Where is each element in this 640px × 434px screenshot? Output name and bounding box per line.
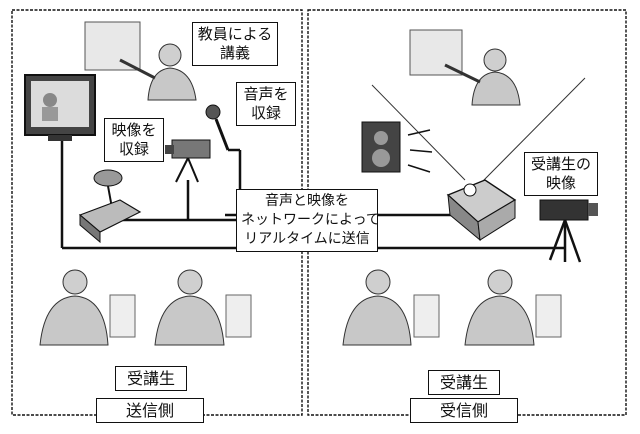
students-label-left: 受講生 — [115, 366, 187, 391]
projector-icon — [446, 179, 517, 242]
student-video-line1: 受講生の — [530, 155, 591, 173]
student-video-label: 受講生の 映像 — [524, 152, 598, 196]
student-camera-icon — [539, 199, 598, 263]
lecture-label-line2: 講義 — [219, 44, 250, 62]
record-audio-line1: 音声を — [243, 85, 289, 103]
network-line1: 音声と映像を — [265, 193, 349, 209]
teacher-figure-right — [409, 29, 521, 106]
lecture-label-line1: 教員による — [197, 25, 273, 43]
network-label: 音声と映像を ネットワークによって リアルタイムに送信 — [236, 189, 380, 252]
student-figures-right — [342, 269, 562, 346]
video-camera-icon — [165, 139, 211, 183]
student-figures-left — [39, 269, 252, 346]
record-video-line1: 映像を — [111, 121, 157, 139]
lecture-screen — [84, 21, 141, 71]
speaker-icon — [361, 121, 433, 173]
network-line3: リアルタイムに送信 — [244, 231, 370, 247]
record-audio-line2: 収録 — [250, 104, 281, 122]
document-camera-icon — [78, 169, 142, 244]
microphone-icon — [205, 104, 230, 151]
lecture-label: 教員による 講義 — [192, 22, 278, 66]
light-beam-right — [481, 77, 586, 183]
sender-side-label: 送信側 — [96, 398, 204, 423]
record-audio-label: 音声を 収録 — [236, 82, 296, 126]
monitor-icon — [24, 74, 96, 141]
record-video-line2: 収録 — [118, 140, 149, 158]
record-video-label: 映像を 収録 — [104, 118, 164, 162]
student-video-line2: 映像 — [545, 174, 576, 192]
teacher-figure-left — [84, 21, 197, 101]
receiver-side-label: 受信側 — [410, 398, 518, 423]
students-label-right: 受講生 — [428, 370, 500, 395]
network-line2: ネットワークによって — [241, 212, 380, 228]
